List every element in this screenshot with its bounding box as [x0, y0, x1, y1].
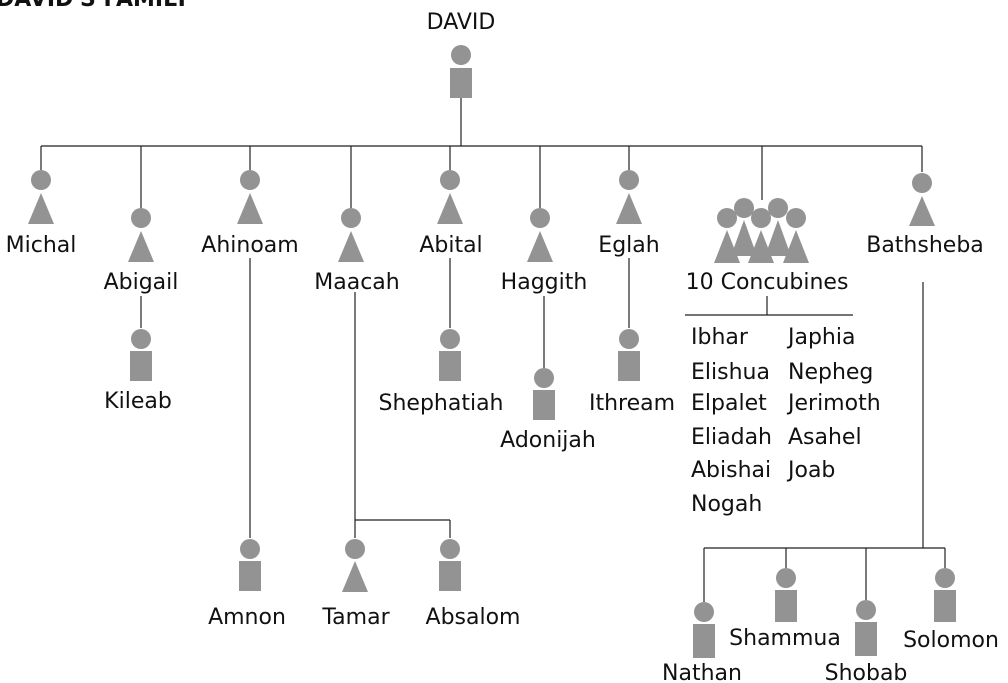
- child-node-adonijah: Adonijah: [500, 368, 596, 453]
- child-node-shobab: Shobab: [825, 600, 908, 683]
- male-figure-icon: [439, 329, 461, 381]
- wife-node-haggith: Haggith: [501, 208, 588, 295]
- son-label-nogah: Nogah: [691, 492, 762, 517]
- wife-label-abital: Abital: [419, 233, 482, 258]
- wife-node-ahinoam: Ahinoam: [201, 170, 299, 258]
- wife-label-concubines: 10 Concubines: [686, 270, 849, 295]
- son-label-ibhar: Ibhar: [691, 325, 749, 350]
- wife-label-michal: Michal: [6, 233, 77, 258]
- child-label-amnon: Amnon: [208, 605, 286, 630]
- concubine-sons-list: Ibhar Elishua Elpalet Eliadah Abishai No…: [691, 325, 881, 517]
- wife-node-abigail: Abigail: [104, 208, 179, 295]
- son-label-eliadah: Eliadah: [691, 425, 772, 450]
- wife-node-abital: Abital: [419, 170, 483, 258]
- male-figure-icon: [439, 539, 461, 591]
- male-figure-icon: [533, 368, 555, 420]
- concubines-group-icon: [714, 198, 809, 263]
- male-figure-icon: [775, 568, 797, 622]
- child-node-shephatiah: Shephatiah: [379, 329, 504, 416]
- male-figure-icon: [934, 568, 956, 622]
- wife-node-concubines: 10 Concubines: [686, 198, 849, 295]
- female-figure-icon: [338, 208, 364, 262]
- child-label-shobab: Shobab: [825, 661, 908, 683]
- female-figure-icon: [237, 170, 263, 224]
- male-figure-icon: [450, 45, 472, 98]
- female-figure-icon: [128, 208, 154, 262]
- son-label-abishai: Abishai: [691, 458, 771, 483]
- male-figure-icon: [618, 329, 640, 381]
- son-label-joab: Joab: [786, 458, 835, 483]
- wife-label-maacah: Maacah: [314, 270, 399, 295]
- male-figure-icon: [239, 539, 261, 591]
- son-label-nepheg: Nepheg: [788, 360, 873, 385]
- wife-label-haggith: Haggith: [501, 270, 588, 295]
- wife-label-abigail: Abigail: [104, 270, 179, 295]
- female-figure-icon: [437, 170, 463, 224]
- child-label-nathan: Nathan: [662, 661, 742, 683]
- child-label-absalom: Absalom: [426, 605, 521, 630]
- child-node-nathan: Nathan: [662, 602, 742, 683]
- child-label-shammua: Shammua: [729, 626, 841, 651]
- male-figure-icon: [130, 329, 152, 381]
- connector-lines: [40, 98, 946, 602]
- wife-node-eglah: Eglah: [598, 170, 660, 258]
- son-label-japhia: Japhia: [786, 325, 855, 350]
- child-node-ithream: Ithream: [589, 329, 675, 416]
- child-label-solomon: Solomon: [903, 628, 999, 653]
- son-label-elpalet: Elpalet: [691, 391, 767, 416]
- female-figure-icon: [28, 170, 54, 224]
- male-figure-icon: [693, 602, 715, 658]
- child-node-absalom: Absalom: [426, 539, 521, 630]
- female-figure-icon: [909, 173, 935, 226]
- female-figure-icon: [342, 539, 368, 592]
- wife-node-maacah: Maacah: [314, 208, 400, 295]
- child-label-kileab: Kileab: [104, 389, 172, 414]
- child-label-ithream: Ithream: [589, 391, 675, 416]
- child-node-kileab: Kileab: [104, 329, 172, 414]
- female-figure-icon: [616, 170, 642, 224]
- child-node-shammua: Shammua: [729, 568, 841, 651]
- wife-node-michal: Michal: [6, 170, 77, 258]
- david-label: DAVID: [427, 10, 496, 35]
- child-node-amnon: Amnon: [208, 539, 286, 630]
- son-label-asahel: Asahel: [788, 425, 862, 450]
- wife-node-bathsheba: Bathsheba: [866, 173, 984, 258]
- female-figure-icon: [527, 208, 553, 262]
- son-label-jerimoth: Jerimoth: [786, 391, 881, 416]
- wife-label-bathsheba: Bathsheba: [866, 233, 984, 258]
- diagram-title: DAVID'S FAMILY: [0, 0, 191, 12]
- child-label-shephatiah: Shephatiah: [379, 391, 504, 416]
- child-label-tamar: Tamar: [321, 605, 390, 630]
- male-figure-icon: [855, 600, 877, 656]
- david-node: DAVID: [427, 10, 496, 98]
- child-node-solomon: Solomon: [903, 568, 999, 653]
- wife-label-ahinoam: Ahinoam: [201, 233, 298, 258]
- child-node-tamar: Tamar: [321, 539, 391, 630]
- son-label-elishua: Elishua: [691, 360, 770, 385]
- child-label-adonijah: Adonijah: [500, 428, 596, 453]
- wife-label-eglah: Eglah: [598, 233, 659, 258]
